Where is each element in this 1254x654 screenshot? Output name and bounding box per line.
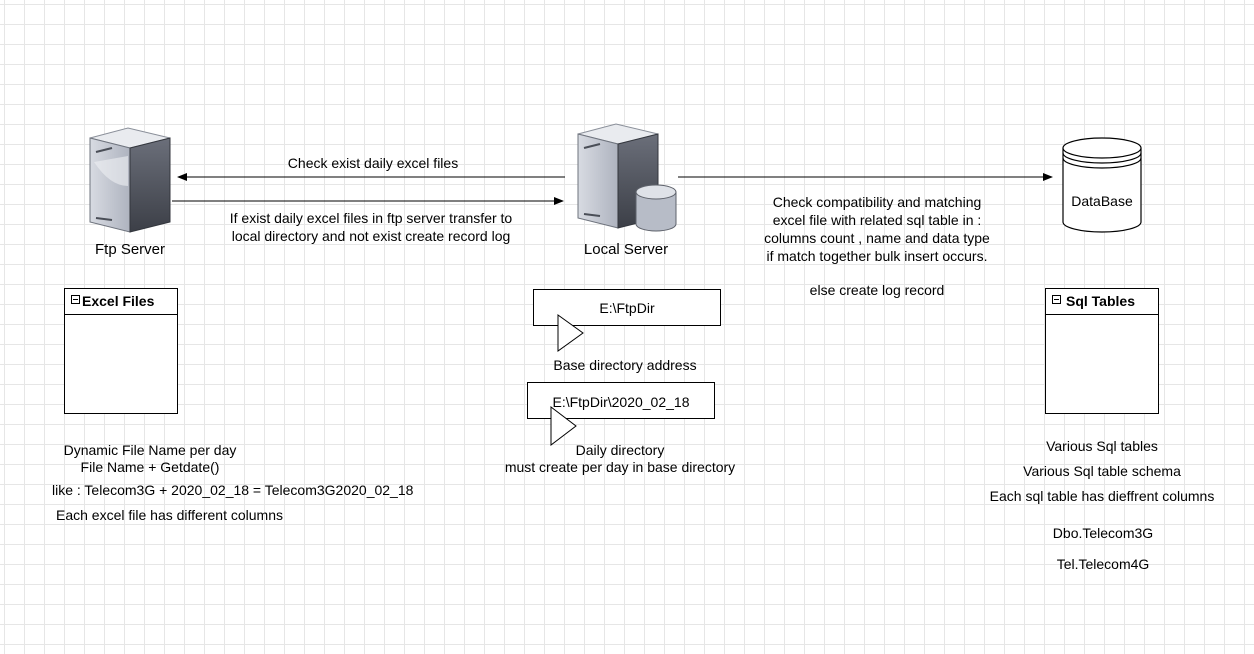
excel-note-1: Dynamic File Name per day — [63, 442, 237, 458]
sql-note-1: Various Sql tables — [1046, 438, 1158, 454]
excel-note-2: File Name + Getdate() — [80, 459, 220, 475]
compatibility-line-1: Check compatibility and matching — [772, 194, 982, 210]
transfer-label-line-2: local directory and not exist create rec… — [231, 228, 511, 244]
check-files-label: Check exist daily excel files — [287, 155, 459, 171]
daily-directory-marker-icon — [550, 406, 577, 446]
sql-note-2: Various Sql table schema — [1023, 463, 1181, 479]
ftp-server-icon — [89, 127, 171, 233]
collapse-toggle-icon[interactable] — [71, 295, 80, 304]
compatibility-line-3: columns count , name and data type — [764, 230, 990, 246]
compatibility-line-2: excel file with related sql table in : — [772, 212, 982, 228]
excel-columns-note: Each excel file has different columns — [56, 507, 283, 523]
sql-tables-header: Sql Tables — [1046, 289, 1158, 315]
ftp-server-label: Ftp Server — [94, 241, 166, 258]
compatibility-line-4: if match together bulk insert occurs. — [766, 248, 988, 264]
base-directory-label: Base directory address — [553, 357, 697, 373]
sql-example-2: Tel.Telecom4G — [1056, 556, 1150, 572]
collapse-toggle-icon[interactable] — [1052, 295, 1061, 304]
excel-files-header: Excel Files — [65, 289, 177, 315]
sql-tables-container: Sql Tables — [1045, 288, 1159, 414]
database-label: DataBase — [1071, 193, 1133, 209]
excel-files-container: Excel Files — [64, 288, 178, 414]
else-log-record: else create log record — [809, 282, 945, 298]
sql-tables-title: Sql Tables — [1066, 293, 1135, 309]
daily-directory-label-1: Daily directory — [575, 442, 665, 458]
base-directory-marker-icon — [557, 314, 584, 352]
base-directory-path: E:\FtpDir — [599, 300, 655, 316]
sql-example-1: Dbo.Telecom3G — [1052, 525, 1154, 541]
daily-directory-label-2: must create per day in base directory — [504, 459, 736, 475]
database-icon — [1062, 137, 1142, 233]
sql-note-3: Each sql table has dieffrent columns — [989, 488, 1215, 504]
excel-files-title: Excel Files — [82, 293, 155, 309]
daily-directory-path: E:\FtpDir\2020_02_18 — [552, 394, 690, 410]
transfer-label-line-1: If exist daily excel files in ftp server… — [229, 210, 513, 226]
excel-example: like : Telecom3G + 2020_02_18 = Telecom3… — [52, 482, 414, 498]
local-server-icon — [577, 123, 677, 232]
local-server-label: Local Server — [583, 241, 669, 258]
